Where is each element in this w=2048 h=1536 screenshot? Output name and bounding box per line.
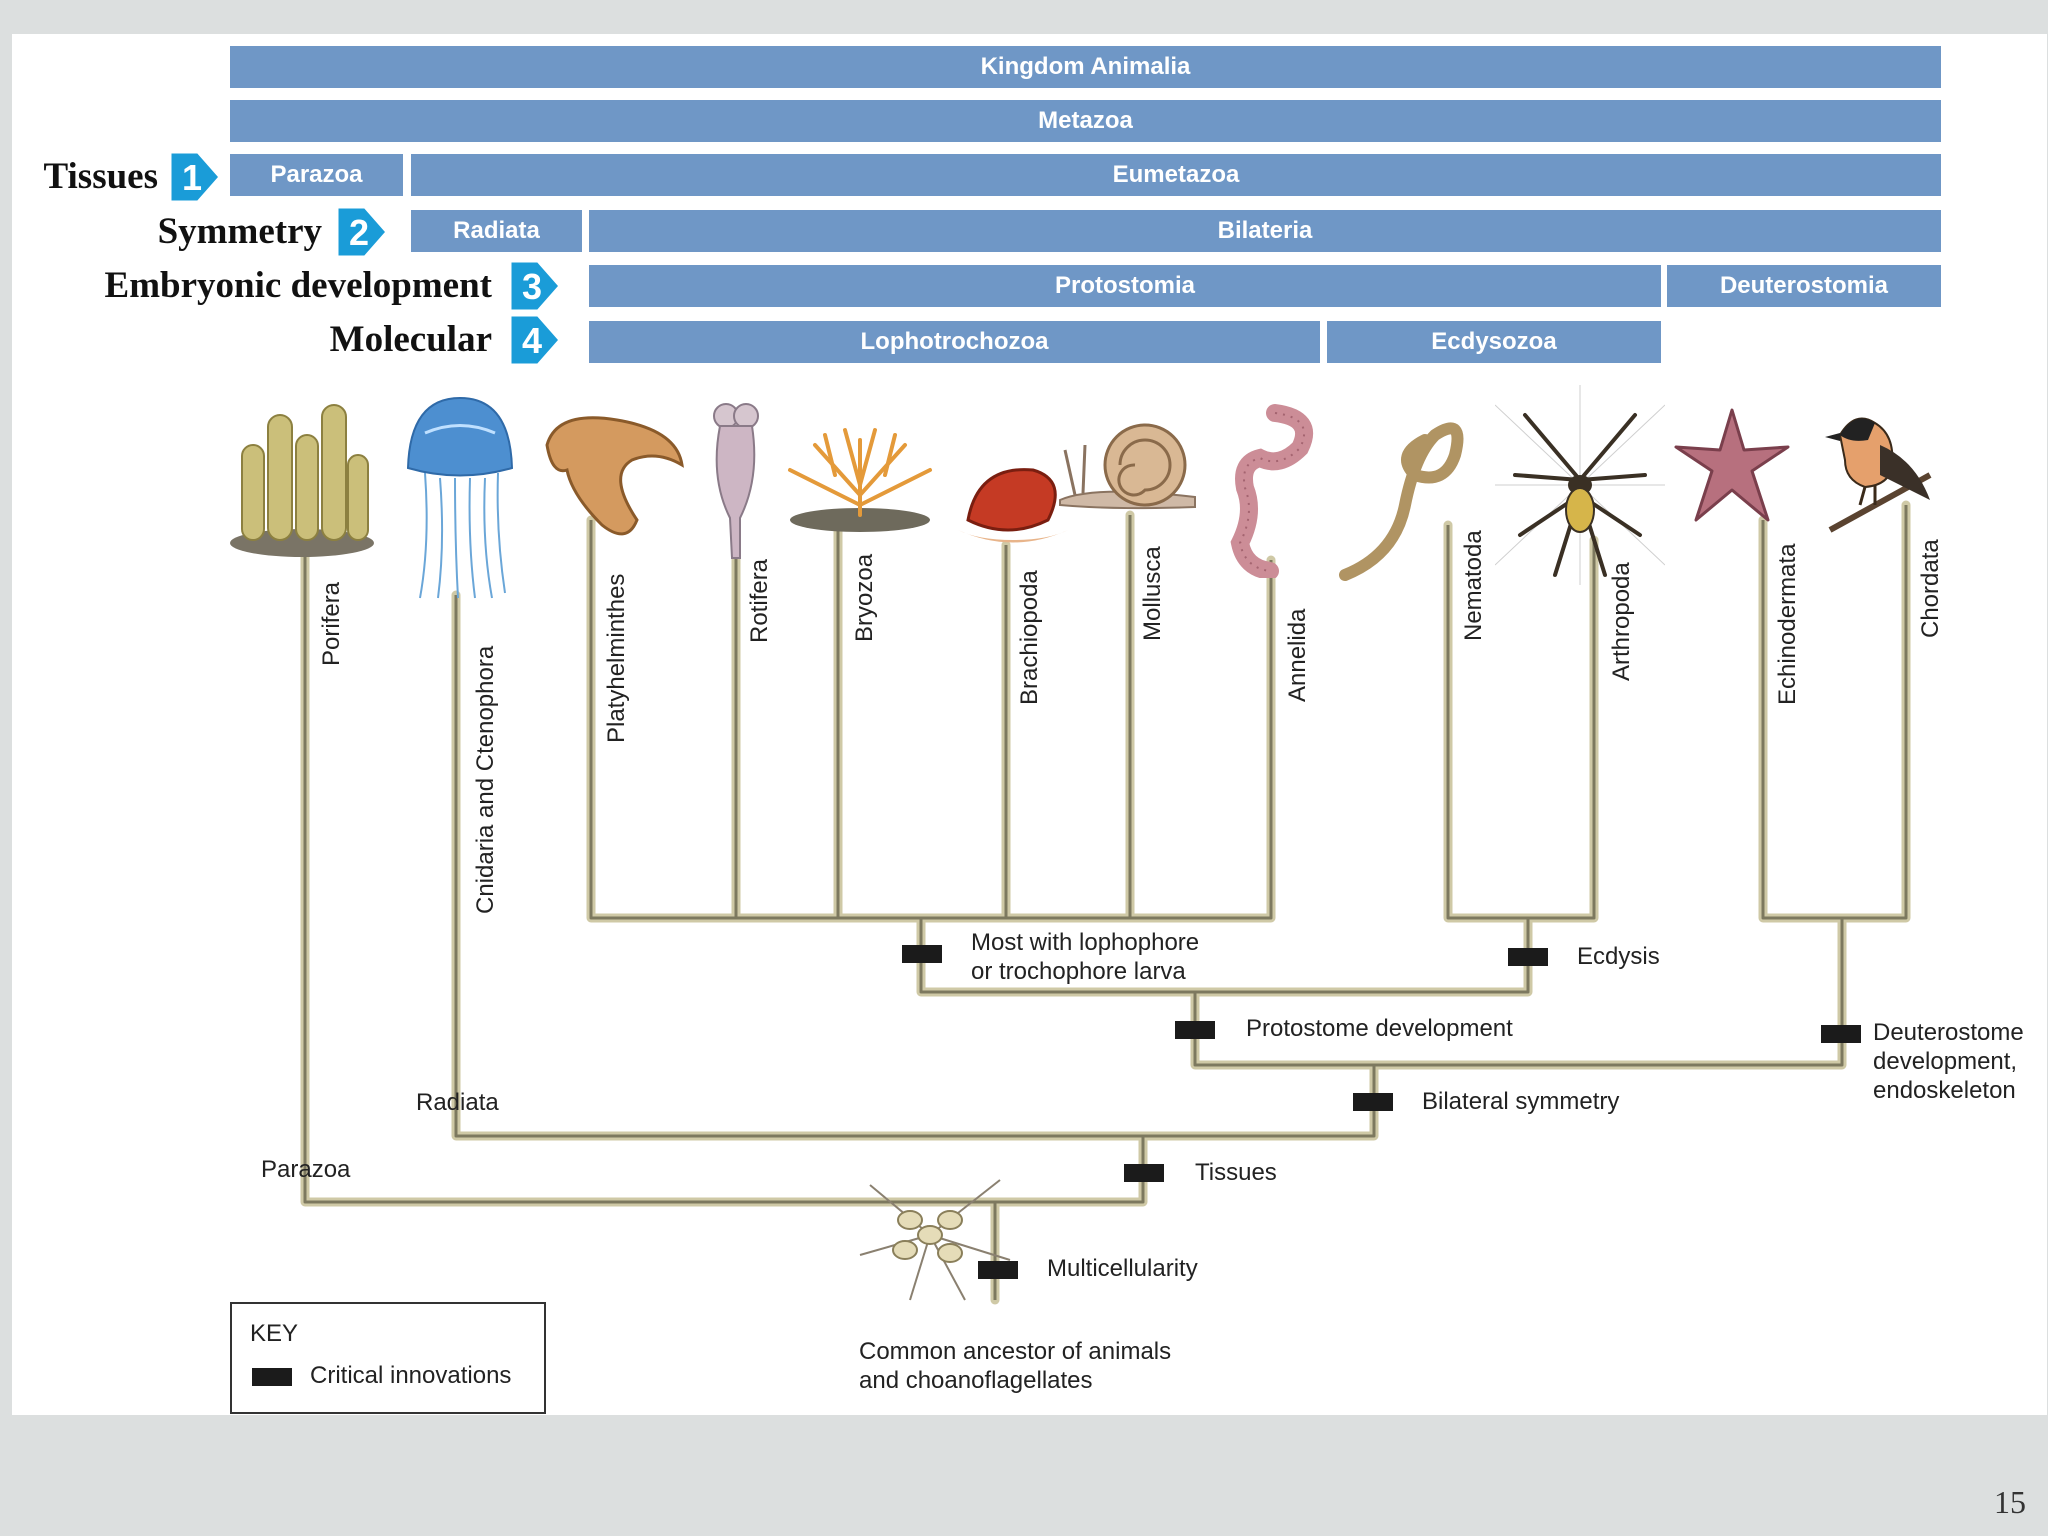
lophophore-line1: Most with lophophore: [971, 929, 1200, 956]
svg-text:2: 2: [349, 212, 369, 253]
phylum-chordata-label: Chordata: [1917, 539, 1944, 638]
bar-bilateria: Bilateria: [589, 210, 1941, 252]
innovation-mark-multicellularity: [978, 1261, 1018, 1279]
phylum-cnidaria-label: Cnidaria and Ctenophora: [472, 645, 499, 914]
phylum-echinodermata-label: Echinodermata: [1774, 543, 1801, 705]
phylum-annelida-label: Annelida: [1284, 608, 1311, 702]
innovation-mark-deuterostome: [1821, 1025, 1861, 1043]
number-badge-3-icon: 3: [508, 259, 564, 313]
svg-text:3: 3: [522, 266, 542, 307]
roundworm-icon: [1339, 422, 1464, 581]
tissues-innovation-label: Tissues: [1195, 1159, 1277, 1186]
innovation-mark-lophophore: [902, 945, 942, 963]
bar-parazoa: Parazoa: [230, 154, 403, 196]
deuterostome-line2: development,: [1873, 1048, 2018, 1075]
key-label: Critical innovations: [310, 1362, 512, 1389]
parazoa-clade-label: Parazoa: [261, 1156, 351, 1183]
lophophore-label: Most with lophophore or trochophore larv…: [971, 928, 1199, 986]
criterion-molecular-label: Molecular: [329, 319, 492, 360]
ancestor-line1: Common ancestor of animals: [859, 1338, 1172, 1365]
sea-star-icon: [1674, 408, 1790, 522]
rotifer-icon: [713, 403, 759, 559]
bar-eumetazoa: Eumetazoa: [411, 154, 1941, 196]
innovation-mark-protostome: [1175, 1021, 1215, 1039]
choanoflagellate-colony-icon: [859, 1179, 1011, 1301]
figure-panel: [12, 34, 2047, 1415]
bar-lophotrochozoa: Lophotrochozoa: [589, 321, 1320, 363]
radiata-clade-label: Radiata: [416, 1089, 499, 1116]
deuterostome-line3: endoskeleton: [1873, 1077, 2016, 1104]
phylum-nematoda-label: Nematoda: [1460, 530, 1487, 641]
snail-icon: [1059, 423, 1196, 510]
phylum-brachiopoda-label: Brachiopoda: [1016, 570, 1043, 705]
criterion-symmetry-label: Symmetry: [157, 211, 322, 252]
bar-metazoa: Metazoa: [230, 100, 1941, 142]
multicellularity-label: Multicellularity: [1047, 1255, 1198, 1282]
phylum-bryozoa-label: Bryozoa: [851, 553, 878, 642]
deuterostome-line1: Deuterostome: [1873, 1019, 2024, 1046]
ecdysis-label: Ecdysis: [1577, 943, 1660, 970]
jellyfish-icon: [406, 396, 514, 599]
key-box: KEY Critical innovations: [230, 1302, 546, 1414]
phylum-mollusca-label: Mollusca: [1139, 546, 1166, 641]
bar-ecdysozoa: Ecdysozoa: [1327, 321, 1661, 363]
earthworm-icon: [1230, 404, 1314, 578]
criterion-embryonic-label: Embryonic development: [104, 265, 492, 306]
criterion-tissues-label: Tissues: [43, 156, 159, 197]
phylum-rotifera-label: Rotifera: [746, 558, 773, 643]
bird-icon: [1825, 417, 1932, 533]
lophophore-line2: or trochophore larva: [971, 958, 1186, 985]
common-ancestor-label: Common ancestor of animals and choanofla…: [859, 1337, 1171, 1395]
protostome-label: Protostome development: [1246, 1015, 1513, 1042]
ancestor-line2: and choanoflagellates: [859, 1367, 1093, 1394]
page-number: 15: [1994, 1484, 2026, 1520]
bar-kingdom-animalia: Kingdom Animalia: [230, 46, 1941, 88]
number-badge-2-icon: 2: [335, 205, 391, 259]
bryozoan-icon: [788, 428, 932, 532]
key-swatch: [252, 1368, 292, 1386]
key-title: KEY: [250, 1320, 299, 1347]
phylum-porifera-label: Porifera: [318, 581, 345, 666]
deuterostome-label: Deuterostome development, endoskeleton: [1873, 1018, 2024, 1105]
innovation-mark-ecdysis: [1508, 948, 1548, 966]
brachiopod-icon: [958, 468, 1068, 543]
phylum-platyhelminthes-label: Platyhelminthes: [603, 573, 630, 743]
spider-icon: [1495, 385, 1665, 585]
svg-text:4: 4: [522, 320, 542, 361]
phylum-arthropoda-label: Arthropoda: [1608, 562, 1635, 681]
innovation-mark-bilateral: [1353, 1093, 1393, 1111]
bar-radiata: Radiata: [411, 210, 582, 252]
number-badge-1-icon: 1: [168, 150, 224, 204]
sponge-icon: [230, 404, 374, 557]
number-badge-4-icon: 4: [508, 313, 564, 367]
bar-protostomia: Protostomia: [589, 265, 1661, 307]
bar-deuterostomia: Deuterostomia: [1667, 265, 1941, 307]
flatworm-icon: [545, 416, 684, 536]
bilateral-symmetry-label: Bilateral symmetry: [1422, 1088, 1620, 1115]
svg-text:1: 1: [182, 157, 202, 198]
innovation-mark-tissues: [1124, 1164, 1164, 1182]
